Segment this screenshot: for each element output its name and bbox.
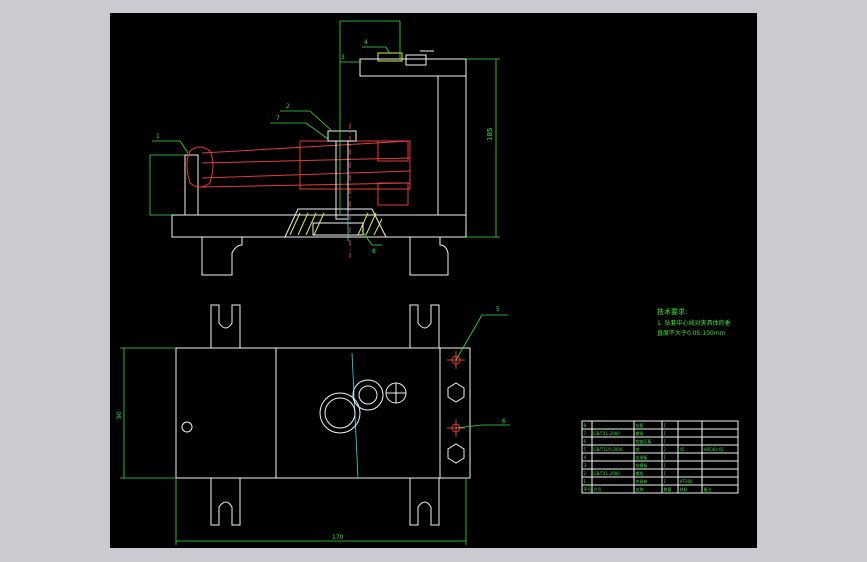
bom-cell: 1	[664, 431, 667, 436]
balloon-6: 6	[502, 418, 506, 425]
bom-header-cell: 序号	[584, 486, 592, 492]
front-view	[171, 50, 467, 276]
bom-cell: 钻套	[636, 422, 644, 428]
bom-header-cell: 备注	[704, 486, 712, 492]
bom-cell: 4	[584, 455, 587, 460]
top-view	[175, 304, 471, 526]
top-dimensions: 90 170 5 6	[116, 306, 510, 545]
bom-cell: 支承板	[636, 454, 648, 460]
left-block	[184, 154, 199, 216]
front-dimensions: 185	[149, 20, 500, 238]
bom-cell: 7	[584, 431, 587, 436]
balloon-4: 4	[364, 39, 368, 46]
bom-cell: 钻模板	[636, 462, 648, 468]
tech-req-line2: 直度不大于0.05:100mm	[657, 329, 726, 337]
bom-cell: 夹具体	[636, 478, 648, 484]
balloon-5: 5	[496, 306, 500, 313]
bushing-nut	[405, 54, 427, 66]
balloon-8-front: 8	[372, 248, 376, 255]
slot-lug-tr	[409, 304, 440, 348]
drill-plate	[359, 58, 467, 77]
base-lug-left	[201, 237, 243, 276]
washer	[352, 379, 384, 411]
base-lug-right	[409, 237, 449, 276]
bom-cell: 5	[584, 447, 587, 452]
slot-lug-bl	[210, 478, 241, 526]
balloon-1: 1	[156, 133, 160, 140]
bom-cell: GB/T119-2000	[594, 447, 623, 452]
bom-cell: 2	[584, 471, 587, 476]
bolt-shank	[335, 140, 349, 220]
bom-cell: 螺栓	[636, 470, 644, 476]
bom-cell: 螺母	[636, 430, 644, 436]
bom-header-cell: 数量	[664, 486, 672, 492]
bom-cell: HT200	[680, 479, 694, 484]
bom-cell: 45	[680, 447, 686, 452]
balloon-7: 7	[276, 115, 280, 122]
bom-cell: 8	[584, 423, 587, 428]
bom-cell: GB/T41-2000	[594, 431, 621, 436]
bom-cell: 3	[584, 463, 587, 468]
large-boss-inner	[324, 397, 356, 429]
drill-bushing	[377, 52, 403, 62]
large-boss	[319, 392, 361, 434]
bom-cell: 1	[664, 439, 667, 444]
tech-req-title: 技术要求:	[657, 307, 687, 316]
hex-nut-lower	[447, 443, 465, 464]
base-plate	[171, 214, 467, 238]
bom-cell: 1	[664, 463, 667, 468]
balloon-2: 2	[286, 103, 290, 110]
height-dimension: 185	[486, 128, 494, 141]
support-column	[437, 75, 467, 216]
depth-dimension: 90	[116, 411, 123, 419]
cad-drawing: 185 1 2 3 4 7 8	[116, 20, 739, 545]
width-dimension: 170	[332, 534, 344, 541]
bom-cell: 1	[664, 455, 667, 460]
bolt-nut	[327, 130, 357, 142]
slot-lug-tl	[210, 304, 241, 348]
bom-cell: 1	[664, 479, 667, 484]
technical-requirements: 技术要求: 1. 钻套中心线对夹具体的垂 直度不大于0.05:100mm	[657, 307, 731, 337]
hex-nut-upper	[447, 382, 465, 403]
top-base-outline	[175, 347, 471, 479]
bom-header-cell: 代号	[594, 486, 602, 492]
bom-cell: GB/T41-2000	[594, 471, 621, 476]
cad-viewport[interactable]: 185 1 2 3 4 7 8	[110, 13, 757, 548]
bom-cell: 1	[664, 471, 667, 476]
bom-cell: 1	[584, 479, 587, 484]
leaders-front: 1 2 3 4 7 8	[152, 39, 391, 255]
balloon-3: 3	[341, 54, 345, 61]
bom-cell: HRC40-45	[704, 447, 724, 452]
washer-inner	[358, 385, 378, 405]
v-block	[284, 208, 387, 238]
bom-cell: 铰链压板	[636, 438, 652, 444]
slot-lug-br	[409, 478, 440, 526]
left-hole	[181, 421, 193, 433]
bom-cell: 2	[664, 447, 667, 452]
bom-header-cell: 材料	[680, 486, 688, 492]
v-block-hatch	[289, 212, 383, 236]
pin-seat	[312, 222, 364, 236]
hinge-clamp	[186, 123, 411, 258]
bom-cell: 6	[584, 439, 587, 444]
bom-cell: 1	[664, 423, 667, 428]
tech-req-line1: 1. 钻套中心线对夹具体的垂	[657, 319, 731, 327]
bom-cell: 销	[636, 446, 640, 452]
bom-header-cell: 名称	[636, 486, 644, 492]
